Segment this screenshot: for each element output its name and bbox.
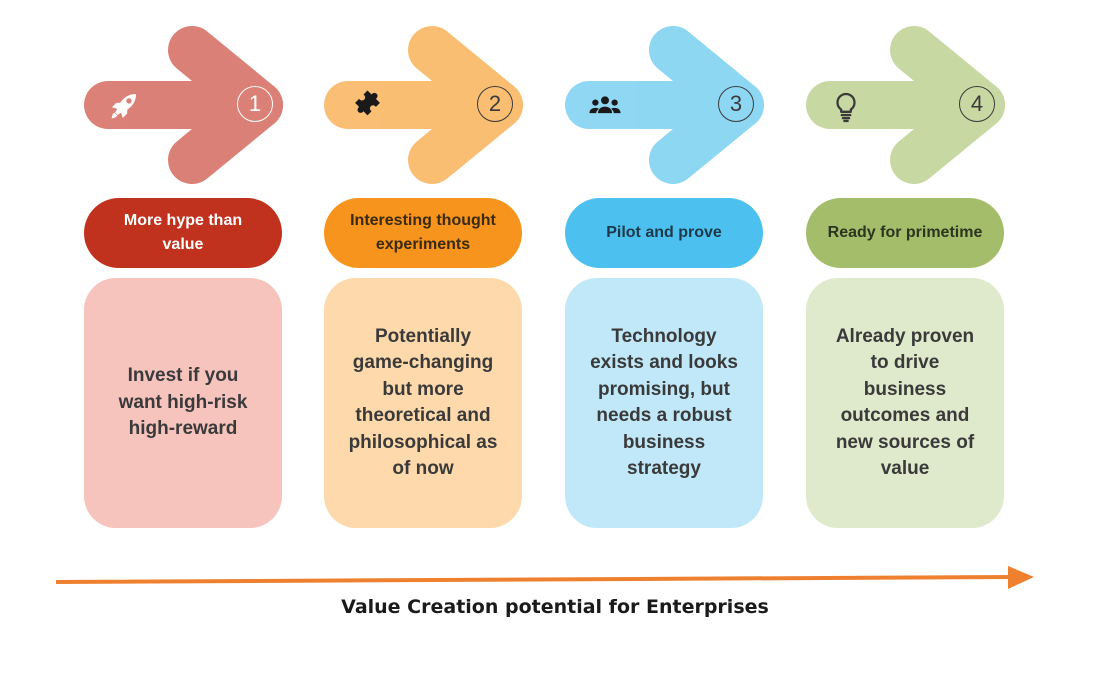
stage-description-card: Potentially game-changing but more theor…: [324, 278, 522, 528]
step-number-badge: 2: [477, 86, 513, 122]
stage-description-card: Invest if you want high-risk high-reward: [84, 278, 282, 528]
step-number-badge: 3: [718, 86, 754, 122]
stage-column-2: 2 Interesting thought experiments Potent…: [324, 26, 524, 530]
axis-label: Value Creation potential for Enterprises: [341, 596, 769, 618]
step-number-badge: 1: [237, 86, 273, 122]
puzzle-icon: [344, 86, 384, 126]
axis-arrow-graphic: [56, 566, 1034, 589]
stage-label-pill: Ready for primetime: [806, 198, 1004, 268]
stage-label-pill: More hype than value: [84, 198, 282, 268]
stage-column-3: 3 Pilot and prove Technology exists and …: [565, 26, 765, 530]
value-axis-arrow: [56, 566, 1036, 596]
stage-column-4: 4 Ready for primetime Already proven to …: [806, 26, 1006, 530]
stage-label-pill: Pilot and prove: [565, 198, 763, 268]
stage-column-1: 1 More hype than value Invest if you wan…: [84, 26, 284, 530]
rocket-icon: [104, 86, 144, 126]
stage-description-card: Technology exists and looks promising, b…: [565, 278, 763, 528]
people-icon: [585, 86, 625, 126]
lightbulb-icon: [826, 86, 866, 126]
stage-label-pill: Interesting thought experiments: [324, 198, 522, 268]
stage-description-card: Already proven to drive business outcome…: [806, 278, 1004, 528]
step-number-badge: 4: [959, 86, 995, 122]
